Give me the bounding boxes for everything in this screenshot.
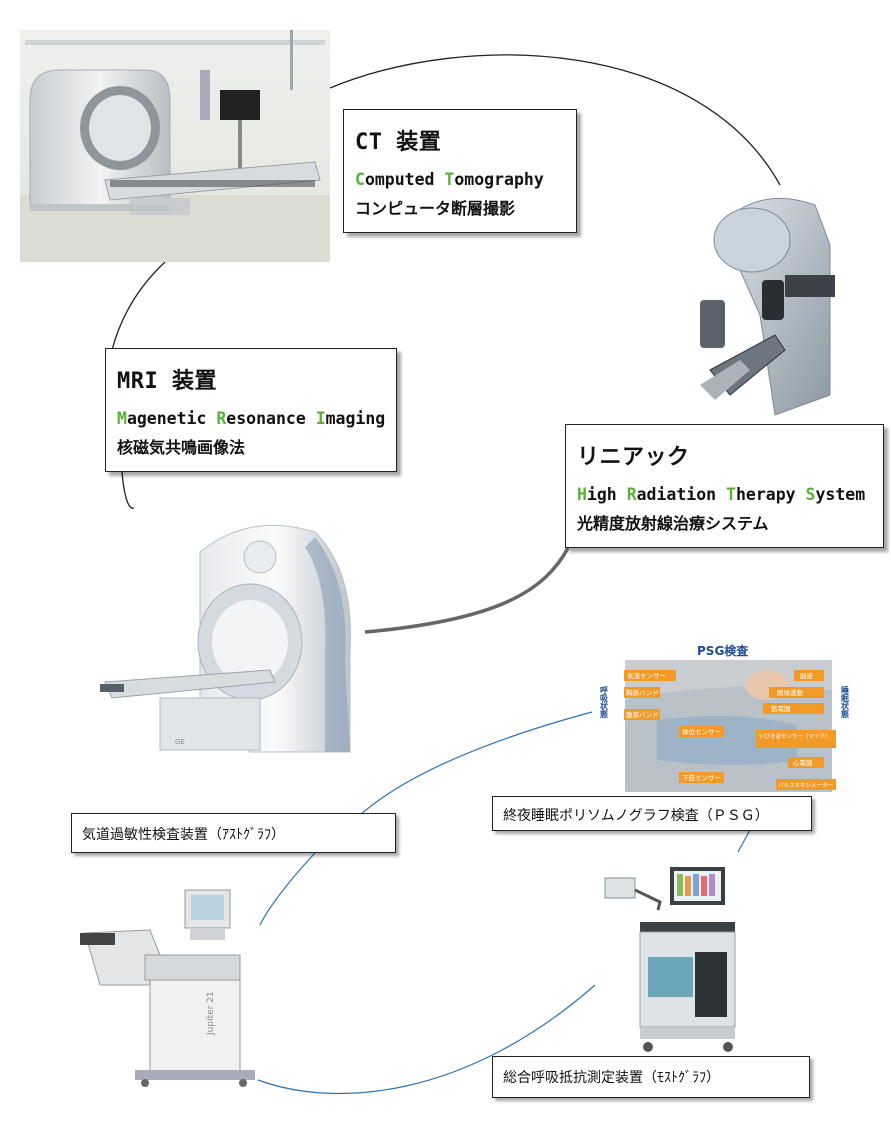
psg-tag-emg: 筋電図 bbox=[771, 704, 791, 713]
psg-label: 終夜睡眠ポリソムノグラフ検査（ＰＳＧ） bbox=[492, 796, 812, 831]
psg-tag-airflow: 気流センサー bbox=[627, 671, 666, 680]
linac-title: リニアック bbox=[577, 445, 690, 470]
psg-tag-eeg: 脳波 bbox=[800, 671, 814, 680]
mri-info-box: MRI 装置 Magenetic Resonance Imaging 核磁気共鳴… bbox=[105, 348, 397, 472]
psg-figure: PSG検査 気流センサー 胸部バンド 腹部バンド 体位センサー 下肢センサー 脳… bbox=[597, 640, 853, 795]
astograph-device-brand: Jupiter 21 bbox=[206, 991, 216, 1036]
psg-tag-leg: 下肢センサー bbox=[682, 773, 721, 782]
mostograph-photo bbox=[604, 867, 736, 1052]
linac-english-name: High Radiation Therapy System bbox=[577, 485, 866, 504]
astograph-label: 気道過敏性検査装置（ｱｽﾄｸﾞﾗﾌ） bbox=[71, 813, 396, 853]
psg-figure-title: PSG検査 bbox=[697, 643, 749, 658]
mri-scanner-photo: GE bbox=[100, 524, 352, 753]
astograph-photo: Jupiter 21 bbox=[80, 889, 255, 1087]
linac-japanese-name: 光精度放射線治療システム bbox=[577, 514, 769, 533]
ct-english-name: Computed Tomography bbox=[355, 170, 544, 189]
arc-psg-to-astograph bbox=[359, 711, 593, 816]
mri-english-name: Magenetic Resonance Imaging bbox=[117, 409, 386, 428]
ct-japanese-name: コンピュータ断層撮影 bbox=[355, 199, 516, 218]
arc-linac-to-mri-photo bbox=[364, 547, 570, 634]
mri-japanese-name: 核磁気共鳴画像法 bbox=[117, 438, 246, 457]
psg-right-vertical: 睡眠状態 bbox=[840, 685, 850, 719]
linac-photo bbox=[700, 197, 835, 416]
arc-astograph-to-photo bbox=[259, 852, 316, 926]
arc-mri-to-mri-photo bbox=[121, 471, 135, 509]
psg-tag-spo2: パルスオキシメーター bbox=[778, 781, 833, 789]
arc-ct-to-linac bbox=[329, 54, 781, 186]
svg-text:GE: GE bbox=[175, 738, 185, 746]
psg-tag-abdomen: 腹部バンド bbox=[626, 710, 659, 719]
linac-info-box: リニアック High Radiation Therapy System 光精度放… bbox=[565, 424, 884, 548]
psg-tag-ecg: 心電図 bbox=[793, 759, 813, 767]
psg-tag-snore: いびき音センサー（マイク） bbox=[759, 732, 830, 740]
ct-scanner-photo bbox=[20, 30, 330, 262]
mri-title: MRI 装置 bbox=[117, 369, 217, 394]
psg-tag-eye: 眼球運動 bbox=[777, 688, 804, 697]
ct-title: CT 装置 bbox=[355, 130, 442, 155]
ct-info-box: CT 装置 Computed Tomography コンピュータ断層撮影 bbox=[343, 109, 577, 233]
psg-tag-chest: 胸部バンド bbox=[626, 688, 659, 697]
arc-ct-to-mri bbox=[111, 261, 166, 351]
arc-psg-to-mostograph bbox=[737, 829, 751, 853]
psg-left-vertical: 呼吸状態 bbox=[599, 685, 609, 719]
arc-mostograph-to-astograph-photo bbox=[257, 984, 596, 1095]
psg-tag-position: 体位センサー bbox=[682, 727, 721, 736]
mostograph-label: 総合呼吸抵抗測定装置（ﾓｽﾄｸﾞﾗﾌ） bbox=[492, 1056, 810, 1098]
